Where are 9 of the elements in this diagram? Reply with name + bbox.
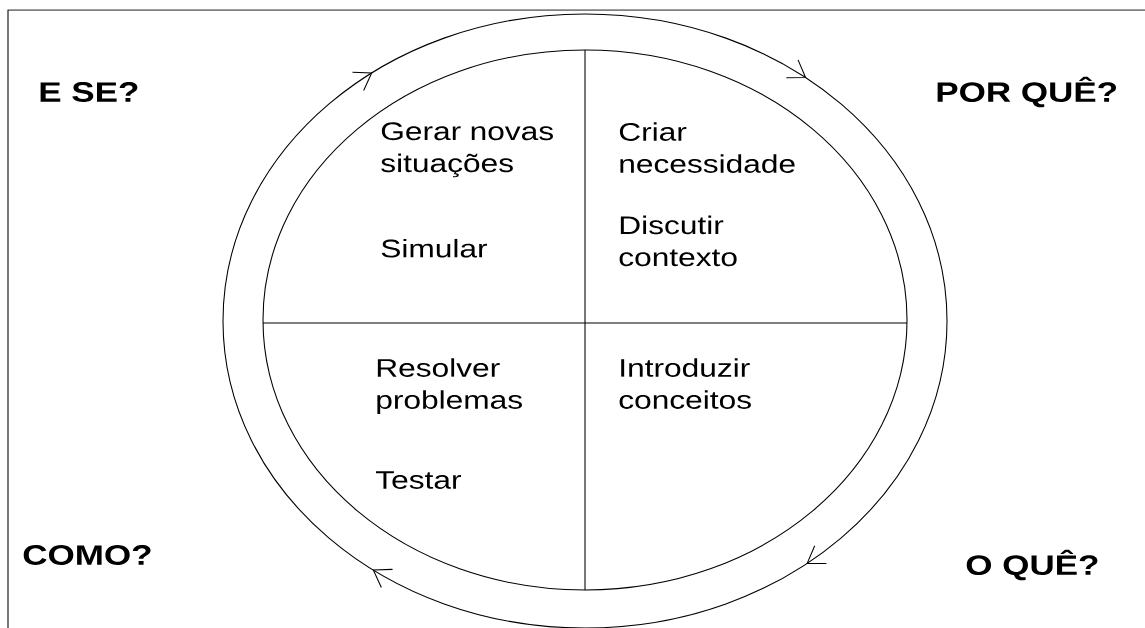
question-label: E SE?	[40, 82, 138, 102]
quadrant-text: Resolver problemas Testar	[376, 358, 522, 489]
question-label: COMO?	[23, 545, 151, 565]
quadrant-text: Introduzir conceitos	[619, 358, 751, 409]
question-label: POR QUÊ?	[937, 76, 1117, 108]
quadrant-text: Gerar novas situações Simular	[381, 122, 553, 258]
quadrant-text: Criar necessidade Discutir contexto	[619, 122, 795, 267]
question-label: O QUÊ?	[966, 549, 1098, 581]
cycle-ellipse	[262, 49, 908, 591]
